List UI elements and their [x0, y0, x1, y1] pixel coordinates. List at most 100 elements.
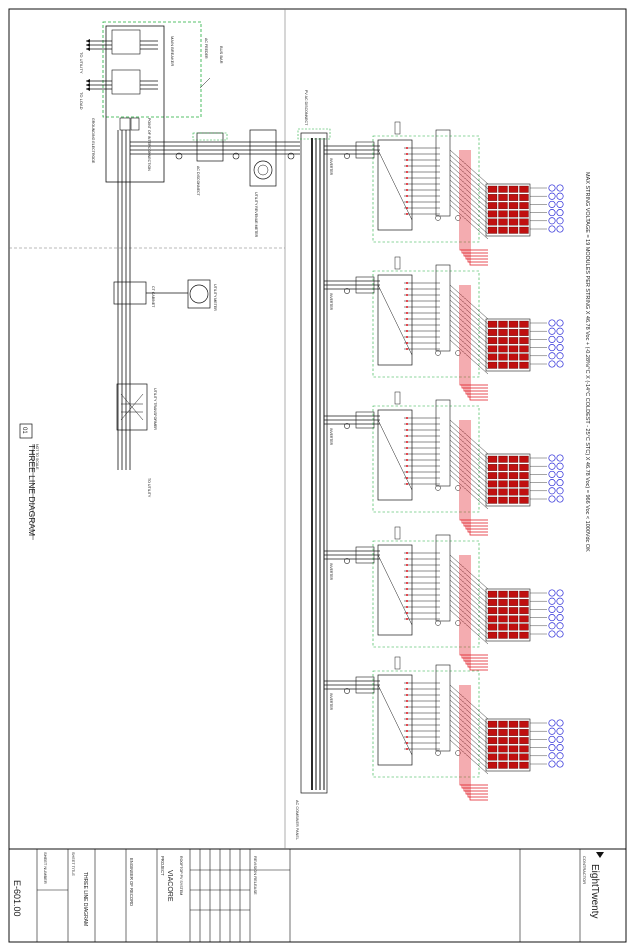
- pv-module: [498, 745, 508, 753]
- sheet-title-heading: SHEET TITLE: [71, 852, 75, 876]
- string-voltage-note: MAX STRING VOLTAGE = 19 MODULES PER STRI…: [584, 172, 590, 552]
- pv-module: [508, 472, 519, 480]
- pv-module: [487, 320, 498, 328]
- string-tag-icon: [548, 597, 556, 605]
- pv-module: [519, 607, 529, 615]
- pv-module: [498, 464, 508, 471]
- pv-module: [487, 745, 498, 753]
- inverter-group: INVERTER: [324, 256, 564, 401]
- pv-module: [508, 455, 519, 463]
- string-tag-icon: [548, 327, 556, 335]
- pv-module: [508, 623, 519, 631]
- pv-module: [508, 194, 519, 201]
- pv-module: [508, 599, 519, 606]
- string-tag-icon: [548, 760, 556, 768]
- pv-module: [487, 737, 498, 745]
- pv-module: [487, 218, 498, 226]
- pv-module: [519, 623, 529, 631]
- pv-module: [508, 345, 519, 353]
- string-tag-icon: [548, 335, 556, 343]
- string-tag-icon: [548, 470, 556, 478]
- pv-module: [498, 218, 508, 226]
- pv-module: [487, 488, 498, 496]
- pv-module: [508, 210, 519, 218]
- pv-module: [487, 464, 498, 471]
- ac-disconnect: [196, 132, 224, 162]
- string-tag-icon: [548, 360, 556, 368]
- pv-module: [508, 226, 519, 234]
- pv-module: [519, 631, 529, 639]
- pv-module: [519, 720, 529, 728]
- revision-heading: REVISION RELEASE: [253, 856, 258, 895]
- pv-module: [508, 729, 519, 736]
- pv-module: [519, 320, 529, 328]
- inverter-group: INVERTER: [324, 391, 564, 536]
- pv-module: [498, 329, 508, 336]
- to-utility-bottom-label: TO UTILITY: [147, 478, 151, 498]
- string-tag-icon: [548, 727, 556, 735]
- pv-module: [519, 599, 529, 606]
- string-tag-icon: [548, 192, 556, 200]
- string-tag-icon: [548, 630, 556, 638]
- pv-module: [498, 455, 508, 463]
- pv-module: [498, 226, 508, 234]
- string-tag-icon: [548, 200, 556, 208]
- to-load-label: TO LOAD: [79, 92, 84, 110]
- pv-module: [487, 361, 498, 369]
- pv-module: [498, 753, 508, 761]
- pv-module: [498, 599, 508, 606]
- pv-module: [498, 488, 508, 496]
- grounding-electrode-label: GROUNDING ELECTRODE: [91, 118, 95, 164]
- pv-module: [498, 361, 508, 369]
- pv-module: [498, 631, 508, 639]
- pv-module: [519, 480, 529, 488]
- pv-module: [508, 480, 519, 488]
- pv-module: [519, 745, 529, 753]
- pv-module: [519, 218, 529, 226]
- pv-module: [498, 194, 508, 201]
- inverter-tag: INVERTER: [329, 693, 333, 711]
- pv-module: [487, 599, 498, 606]
- pv-module: [508, 361, 519, 369]
- pv-module: [508, 753, 519, 761]
- company-logo-text: EightTwenty: [589, 864, 600, 918]
- sheet-border: [8, 8, 627, 943]
- pv-module: [498, 615, 508, 623]
- pv-module: [487, 226, 498, 234]
- detail-number-box: [19, 423, 33, 439]
- project-heading: PROJECT: [160, 856, 165, 876]
- string-tag-icon: [548, 319, 556, 327]
- pv-module: [487, 353, 498, 361]
- pv-module: [498, 590, 508, 598]
- pv-module: [508, 488, 519, 496]
- pv-module: [508, 737, 519, 745]
- pv-module: [498, 480, 508, 488]
- pv-module: [498, 496, 508, 504]
- pv-module: [498, 737, 508, 745]
- pv-module: [487, 185, 498, 193]
- pv-module: [508, 464, 519, 471]
- title-block: SHEET NUMBER E-601.00 SHEET TITLE THREE …: [12, 849, 604, 942]
- pv-module: [487, 590, 498, 598]
- pv-module: [487, 729, 498, 736]
- pv-module: [498, 185, 508, 193]
- string-tag-icon: [548, 605, 556, 613]
- feeder-note: AC FEEDER: [204, 38, 208, 59]
- inverter-tag: INVERTER: [329, 293, 333, 311]
- pv-module: [508, 329, 519, 336]
- pv-module: [519, 737, 529, 745]
- pv-module: [487, 615, 498, 623]
- pv-module: [508, 353, 519, 361]
- sheet-number: E-601.00: [12, 880, 22, 917]
- revenue-meter: [249, 129, 277, 187]
- pv-module: [519, 615, 529, 623]
- pv-module: [487, 194, 498, 201]
- inverter-group: INVERTER: [324, 526, 564, 671]
- pv-module: [508, 590, 519, 598]
- string-tag-icon: [548, 495, 556, 503]
- sheet-number-heading: SHEET NUMBER: [43, 852, 48, 884]
- pv-module: [498, 729, 508, 736]
- pv-module: [519, 337, 529, 345]
- pv-module: [508, 496, 519, 504]
